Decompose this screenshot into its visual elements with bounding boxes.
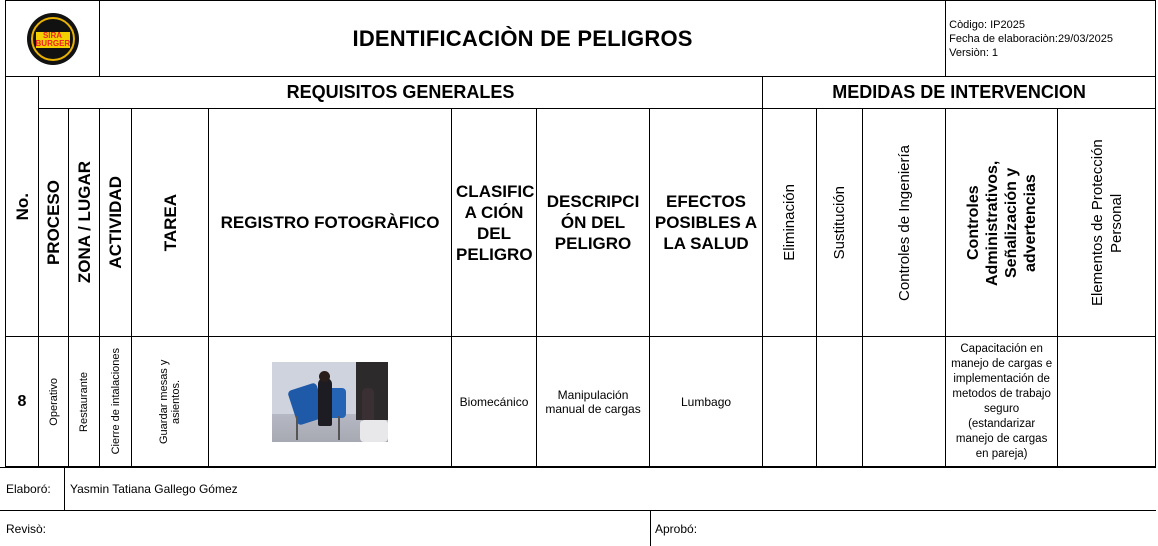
row-sustitucion	[816, 336, 864, 467]
row-tarea: Guardar mesas y asientos.	[131, 336, 210, 467]
logo-cell: SIRA BURGER	[4, 0, 101, 77]
col-registro-header: REGISTRO FOTOGRÀFICO	[208, 108, 453, 337]
reviso-label: Revisò:	[6, 522, 47, 536]
row-no: 8	[5, 336, 39, 467]
row-efectos: Lumbago	[649, 336, 764, 467]
col-ingenieria-header: Controles de Ingeniería	[862, 108, 947, 337]
col-sustitucion-header: Sustitución	[816, 108, 864, 337]
row-administrativos: Capacitación en manejo de cargas e imple…	[945, 336, 1059, 467]
elaboro-label: Elaboró:	[6, 482, 51, 496]
col-clasificacion-header: CLASIFIC A CIÓN DEL PELIGRO	[451, 108, 538, 337]
row-actividad: Cierre de intalaciones	[99, 336, 133, 467]
company-logo: SIRA BURGER	[26, 12, 79, 65]
hazard-table: SIRA BURGER IDENTIFICACIÒN DE PELIGROS C…	[4, 0, 1157, 467]
col-tarea-header: TAREA	[131, 108, 210, 337]
row-descripcion: Manipulación manual de cargas	[536, 336, 651, 467]
table-row: 8 Operativo Restaurante Cierre de intala…	[5, 336, 1157, 467]
section-medidas: MEDIDAS DE INTERVENCION	[762, 76, 1157, 109]
row-eliminacion	[762, 336, 818, 467]
code-text: Còdigo: IP2025	[949, 18, 1025, 31]
photo-image	[272, 361, 389, 442]
document-meta: Còdigo: IP2025 Fecha de elaboraciòn:29/0…	[945, 0, 1157, 77]
footer-review: Revisò: Aprobó:	[0, 510, 1156, 546]
col-actividad-header: ACTIVIDAD	[99, 108, 133, 337]
row-epp	[1057, 336, 1157, 467]
row-clasificacion: Biomecánico	[451, 336, 538, 467]
elaboro-value: Yasmin Tatiana Gallego Gómez	[70, 482, 238, 496]
row-photo-cell	[208, 336, 453, 467]
date-text: Fecha de elaboraciòn:29/03/2025	[949, 32, 1114, 45]
aprobo-label: Aprobó:	[655, 522, 698, 536]
footer-elaboro: Elaboró: Yasmin Tatiana Gallego Gómez	[0, 467, 1156, 511]
row-ingenieria	[862, 336, 947, 467]
col-proceso-header: PROCESO	[38, 108, 69, 337]
col-epp-header: Elementos de Protección Personal	[1057, 108, 1157, 337]
col-zona-header: ZONA / LUGAR	[67, 108, 101, 337]
col-no-header: No.	[5, 76, 39, 337]
col-efectos-header: EFECTOS POSIBLES A LA SALUD	[649, 108, 764, 337]
section-requisitos: REQUISITOS GENERALES	[37, 76, 764, 109]
col-eliminacion-header: Eliminación	[762, 108, 818, 337]
row-zona: Restaurante	[67, 336, 101, 467]
col-descripcion-header: DESCRIPCI ÓN DEL PELIGRO	[536, 108, 651, 337]
logo-text: SIRA BURGER	[35, 30, 71, 48]
col-administrativos-header: Controles Administrativos, Señalización …	[945, 108, 1059, 337]
row-proceso: Operativo	[38, 336, 69, 467]
version-text: Versiòn: 1	[949, 46, 999, 59]
page-title: IDENTIFICACIÒN DE PELIGROS	[99, 0, 947, 77]
